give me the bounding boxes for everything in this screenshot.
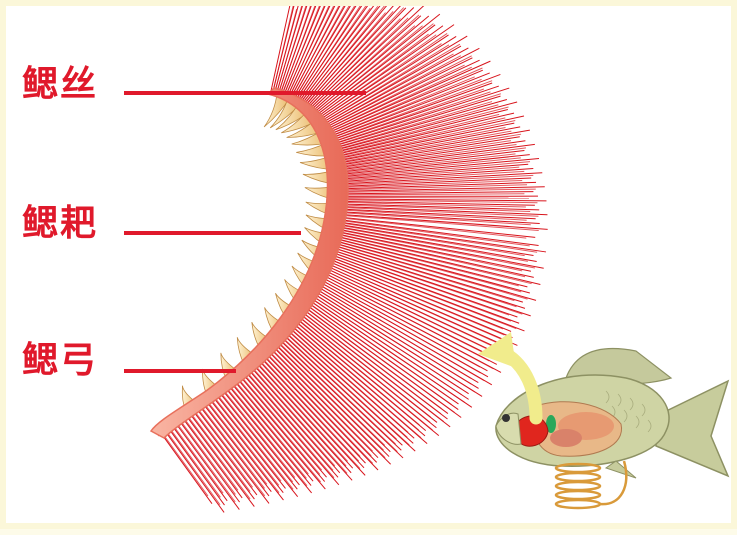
gill-filament xyxy=(292,318,419,425)
gill-filament xyxy=(163,429,224,513)
gill-filament xyxy=(167,426,225,505)
label-gill-filaments: 鳃丝 xyxy=(22,66,98,102)
gill-filament xyxy=(201,401,272,492)
gill-filament xyxy=(339,197,529,198)
gill-filament xyxy=(183,417,238,491)
gill-filament xyxy=(169,427,221,497)
gill-filaments xyxy=(156,6,548,512)
gill-filament xyxy=(268,342,391,464)
label-gill-rakers: 鳃耙 xyxy=(22,205,98,241)
gill-diagram xyxy=(6,6,737,535)
gill-filament xyxy=(338,220,530,246)
label-gill-arch: 鳃弓 xyxy=(22,342,98,378)
